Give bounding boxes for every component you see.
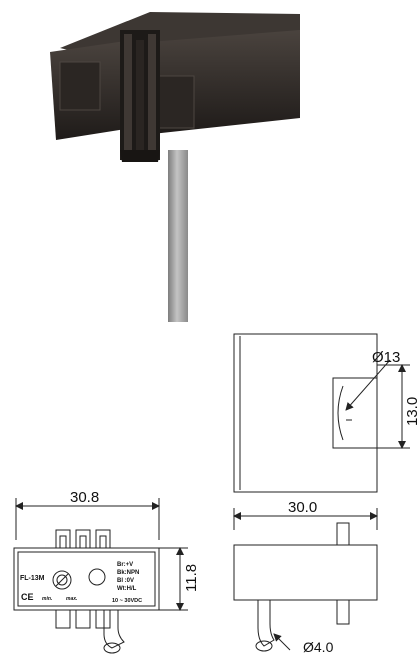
sensor-cable — [168, 150, 188, 322]
side-view-width: 30.0 — [288, 499, 317, 516]
front-view-cable — [103, 610, 125, 649]
top-view-slot — [332, 377, 378, 449]
front-label-wiring-1: Bk:NPN — [117, 570, 139, 576]
front-label-model: FL-13M — [20, 575, 45, 582]
front-label-wiring-0: Br:+V — [117, 562, 133, 568]
top-view-drawing — [233, 333, 410, 493]
front-label-supply: 10 ~ 30VDC — [112, 598, 142, 604]
front-label-ce-mark: CE — [21, 592, 34, 602]
product-photo — [50, 12, 300, 322]
side-view-body — [233, 544, 378, 601]
side-view-cable — [257, 600, 275, 647]
front-view-drawing — [13, 498, 188, 654]
front-view-width: 30.8 — [70, 489, 99, 506]
top-view-slot-diameter: Ø13 — [372, 349, 400, 366]
front-label-wiring-2: Bl :0V — [117, 578, 134, 584]
indicator-led-icon — [88, 568, 106, 586]
front-label-wiring-3: Wt:H/L — [117, 586, 137, 592]
top-view-slot-width: 13.0 — [404, 397, 420, 426]
front-label-knob-max: max. — [66, 596, 77, 602]
front-view-height: 11.8 — [183, 564, 200, 592]
sensitivity-knob-icon — [52, 570, 72, 590]
front-label-knob-min: min. — [42, 596, 52, 602]
side-view-drawing — [233, 508, 378, 652]
side-view-cable-diameter: Ø4.0 — [303, 639, 334, 655]
